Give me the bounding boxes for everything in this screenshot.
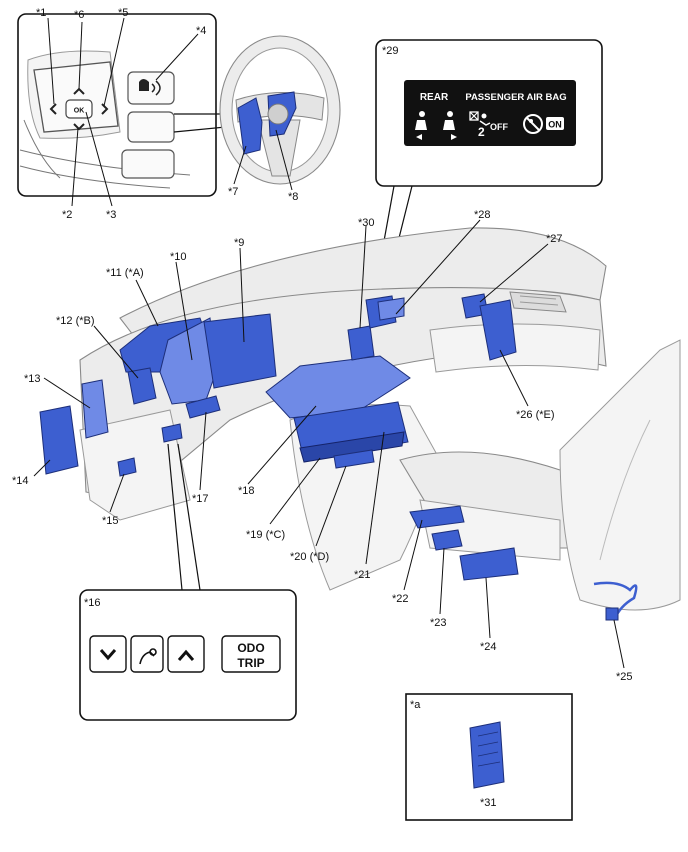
part-13 bbox=[81, 379, 109, 439]
highlighted-parts bbox=[39, 293, 638, 621]
callout-25: *25 bbox=[616, 671, 633, 683]
up-chevron-icon bbox=[177, 649, 195, 661]
callout-11: *11 (*A) bbox=[106, 267, 144, 279]
callout-29: *29 bbox=[382, 45, 399, 57]
part-21 bbox=[299, 431, 405, 463]
callout-26: *26 (*E) bbox=[516, 409, 555, 421]
airbag-off-subscript: 2 bbox=[478, 125, 485, 139]
part-9 bbox=[203, 313, 277, 389]
callout-19: *19 (*C) bbox=[246, 529, 285, 541]
detail-box-a bbox=[405, 693, 573, 821]
callout-31: *31 bbox=[480, 797, 497, 809]
rear-seatbelt-left-icon bbox=[415, 111, 427, 140]
passenger-airbag-indicator-detail: REAR PASSENGER AIR BAG 2 OFF ON bbox=[373, 39, 603, 299]
odo-label: ODO bbox=[237, 641, 264, 655]
callout-12: *12 (*B) bbox=[56, 315, 95, 327]
callout-10: *10 bbox=[170, 251, 187, 263]
leader-lines bbox=[33, 219, 625, 669]
steering-wheel bbox=[219, 35, 341, 191]
part-17 bbox=[185, 395, 221, 419]
callout-22: *22 bbox=[392, 593, 409, 605]
callout-4: *4 bbox=[196, 25, 206, 37]
callout-labels: *1 *6 *5 *4 *2 *3 *7 *8 *29 *9 *10 *11 (… bbox=[12, 7, 633, 809]
airbag-on-label: ON bbox=[548, 120, 562, 130]
callout-17: *17 bbox=[192, 493, 209, 505]
part-12 bbox=[127, 367, 157, 405]
airbag-off-icon bbox=[469, 111, 491, 126]
callout-21: *21 bbox=[354, 569, 371, 581]
part-30 bbox=[347, 325, 375, 361]
part-26 bbox=[479, 299, 517, 361]
callout-3: *3 bbox=[106, 209, 116, 221]
callout-18: *18 bbox=[238, 485, 255, 497]
part-22 bbox=[409, 505, 465, 529]
voice-command-icon bbox=[139, 79, 161, 96]
meter-control-switch-detail: ODO TRIP bbox=[79, 443, 297, 721]
callout-16: *16 bbox=[84, 597, 101, 609]
rear-seatbelt-right-icon bbox=[443, 111, 457, 140]
airbag-off-label: OFF bbox=[490, 122, 508, 132]
part-16-switch bbox=[161, 423, 183, 443]
part-14 bbox=[39, 405, 79, 475]
callout-5: *5 bbox=[118, 7, 128, 19]
callout-30: *30 bbox=[358, 217, 375, 229]
part-24 bbox=[459, 547, 519, 581]
airbag-on-icon bbox=[523, 114, 543, 134]
callout-20: *20 (*D) bbox=[290, 551, 329, 563]
callout-9: *9 bbox=[234, 237, 244, 249]
part-28b bbox=[377, 297, 405, 321]
part-31 bbox=[469, 721, 505, 789]
callout-8: *8 bbox=[288, 191, 298, 203]
callout-7: *7 bbox=[228, 186, 238, 198]
part-25-connector bbox=[605, 607, 619, 621]
part-20 bbox=[333, 449, 375, 469]
callout-6: *6 bbox=[74, 9, 84, 21]
passenger-airbag-label: PASSENGER AIR BAG bbox=[465, 92, 566, 103]
steering-switch-detail: OK bbox=[17, 13, 237, 207]
down-chevron-icon bbox=[99, 649, 117, 661]
callout-15: *15 bbox=[102, 515, 119, 527]
trip-label: TRIP bbox=[237, 656, 264, 670]
callout-28: *28 bbox=[474, 209, 491, 221]
callout-a: *a bbox=[410, 699, 421, 711]
callout-14: *14 bbox=[12, 475, 29, 487]
callout-13: *13 bbox=[24, 373, 41, 385]
rear-label: REAR bbox=[420, 92, 449, 103]
display-settings-icon bbox=[139, 648, 157, 665]
callout-23: *23 bbox=[430, 617, 447, 629]
part-15 bbox=[117, 457, 137, 477]
down-arrow-icon bbox=[73, 123, 85, 131]
callout-2: *2 bbox=[62, 209, 72, 221]
callout-27: *27 bbox=[546, 233, 563, 245]
callout-24: *24 bbox=[480, 641, 497, 653]
part-23 bbox=[431, 529, 463, 551]
ok-button-label: OK bbox=[74, 108, 85, 115]
part-18 bbox=[265, 355, 411, 419]
part-25 bbox=[593, 581, 638, 621]
left-arrow-icon bbox=[49, 103, 57, 115]
callout-1: *1 bbox=[36, 7, 46, 19]
